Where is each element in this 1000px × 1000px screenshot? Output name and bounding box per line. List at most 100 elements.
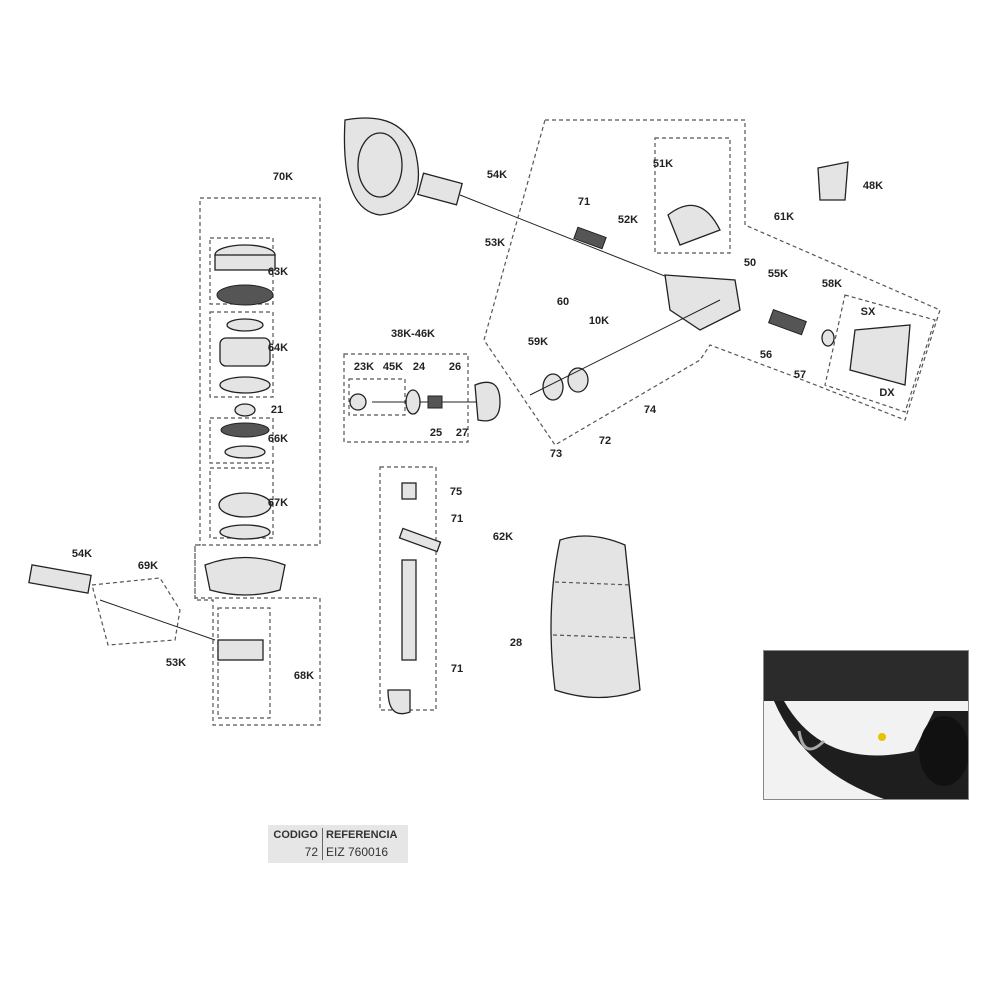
group-70k-box [194, 197, 321, 726]
part-51k-cap [667, 204, 721, 246]
callout-label: 73 [550, 448, 562, 460]
callout-label: 71 [451, 513, 463, 525]
callout-labels: 70K 63K 64K 21 66K 67K 69K 54K 53K 68K 54K 53K 71 52K… [72, 158, 895, 682]
callout-label: 55K [768, 268, 788, 280]
callout-label: 69K [138, 560, 158, 572]
part-52k-spring [573, 226, 607, 250]
callout-label: 27 [456, 427, 468, 439]
assembly-axis-top [459, 194, 701, 291]
assembly-axis-left [99, 599, 216, 641]
callout-label: 56 [760, 349, 772, 361]
part-67k-seal [219, 524, 271, 540]
assembly-axis-lower [529, 299, 721, 396]
callout-label: 68K [294, 670, 314, 682]
callout-label: 10K [589, 315, 609, 327]
callout-label: 66K [268, 433, 288, 445]
callout-label: 28 [510, 637, 522, 649]
part-62k-elbow [387, 689, 411, 715]
part-63k-ring-body [214, 254, 276, 271]
part-75 [401, 482, 417, 500]
referencia-value: EIZ 760016 [326, 845, 389, 859]
callout-label: 63K [268, 266, 288, 278]
group-64k-box [209, 311, 274, 398]
callout-label: 25 [430, 427, 442, 439]
callout-label: 51K [653, 158, 673, 170]
callout-label: 67K [268, 497, 288, 509]
part-72 [567, 367, 589, 393]
group-68k-box [217, 607, 271, 719]
part-57 [821, 329, 835, 347]
part-64k-body [219, 337, 271, 367]
group-62k-box [379, 466, 437, 711]
group-58k-box [824, 294, 936, 413]
callout-label: 53K [485, 237, 505, 249]
part-28-bladder [550, 535, 641, 699]
callout-label: 62K [493, 531, 513, 543]
part-62k-tube [401, 559, 417, 661]
callout-label: 60 [557, 296, 569, 308]
part-reference-table: CODIGO REFERENCIA 72 EIZ 760016 [268, 825, 408, 863]
callout-label: 52K [618, 214, 638, 226]
part-inflator-ring [357, 132, 403, 198]
part-56-spring [767, 308, 807, 336]
group-38k-46k-box [343, 353, 469, 443]
callout-label: 75 [450, 486, 462, 498]
part-21 [234, 403, 256, 417]
callout-label: 48K [863, 180, 883, 192]
part-66k-diaphragm [224, 445, 266, 459]
bcd-inflator-photo [764, 651, 968, 799]
codigo-header: CODIGO [273, 829, 318, 841]
codigo-value: 72 [304, 845, 318, 859]
group-23k-45k-box [348, 378, 406, 416]
part-63k-grille [216, 284, 274, 306]
column-divider [322, 828, 323, 860]
group-66k-box [209, 417, 274, 464]
callout-label: 50 [744, 257, 756, 269]
callout-label: 64K [268, 342, 288, 354]
callout-label: 54K [72, 548, 92, 560]
part-38k-valve [474, 381, 501, 422]
referencia-header: REFERENCIA [326, 829, 398, 841]
part-base-flange [204, 556, 286, 596]
callout-label: 57 [794, 369, 806, 381]
part-23k-knob [349, 393, 367, 411]
part-58k-cover [849, 324, 911, 386]
part-24 [405, 389, 421, 415]
callout-label: 53K [166, 657, 186, 669]
callout-label: DX [879, 387, 895, 399]
group-boxes [91, 119, 941, 726]
callout-label: 71 [451, 663, 463, 675]
callout-label: 26 [449, 361, 461, 373]
callout-label: 54K [487, 169, 507, 181]
callout-label: 71 [578, 196, 590, 208]
group-61k-box [483, 119, 941, 446]
part-hose-left [28, 564, 92, 594]
callout-label: 24 [413, 361, 426, 373]
part-28-seams [552, 581, 637, 639]
callout-label: SX [861, 306, 876, 318]
product-photo [763, 650, 969, 800]
callout-label: 45K [383, 361, 403, 373]
part-inflator-neck [417, 172, 463, 206]
part-50-body [664, 274, 741, 331]
callout-label: 58K [822, 278, 842, 290]
callout-label: 59K [528, 336, 548, 348]
group-69k-box [91, 577, 181, 646]
callout-label: 38K-46K [391, 328, 435, 340]
parts [28, 117, 911, 715]
callout-label: 23K [354, 361, 374, 373]
callout-label: 74 [644, 404, 657, 416]
part-48k [817, 161, 849, 201]
part-64k-oring [226, 318, 264, 332]
callout-label: 21 [271, 404, 283, 416]
callout-label: 70K [273, 171, 293, 183]
group-51k-box [654, 137, 731, 254]
group-63k-box [209, 237, 274, 305]
part-25 [427, 395, 443, 409]
callout-label: 72 [599, 435, 611, 447]
part-64k-seal [219, 376, 271, 394]
callout-label: 61K [774, 211, 794, 223]
part-66k-disc [220, 422, 270, 438]
part-62k-valve [398, 527, 442, 553]
